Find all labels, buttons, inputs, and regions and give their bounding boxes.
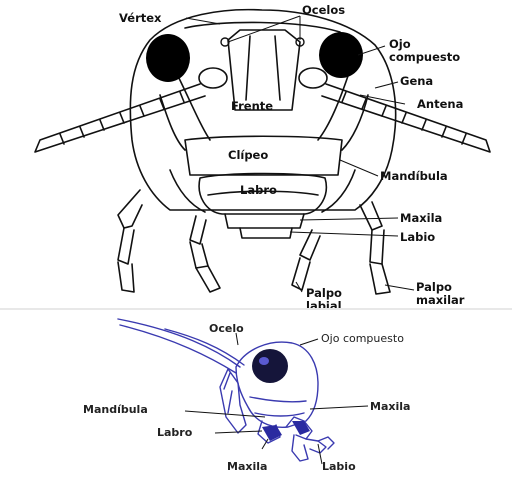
- label-mandibula: Mandíbula: [380, 170, 448, 183]
- label-frente: Frente: [231, 99, 273, 113]
- label-vertex: Vértex: [119, 12, 161, 25]
- label-ocelos: Ocelos: [302, 4, 345, 17]
- label-ocelo: Ocelo: [209, 322, 244, 335]
- label-maxila: Maxila: [400, 212, 442, 225]
- lateral-head-drawing: [0, 309, 512, 479]
- label-ojo-compuesto-lateral: Ojo compuesto: [321, 332, 404, 345]
- label-labio-lateral: Labio: [322, 460, 356, 473]
- left-compound-eye: [146, 34, 190, 82]
- right-compound-eye: [319, 32, 363, 78]
- label-labio: Labio: [400, 231, 435, 244]
- lateral-compound-eye: [252, 349, 288, 383]
- label-ojo-compuesto: Ojo compuesto: [389, 38, 460, 64]
- label-clipeo: Clípeo: [228, 148, 268, 162]
- label-labro-lateral: Labro: [157, 426, 192, 439]
- label-antena: Antena: [417, 98, 463, 111]
- frons-outline: [228, 30, 300, 110]
- label-palpo-maxilar: Palpo maxilar: [416, 281, 464, 307]
- label-maxila-bottom: Maxila: [227, 460, 267, 473]
- label-gena: Gena: [400, 75, 433, 88]
- label-maxila-lateral: Maxila: [370, 400, 410, 413]
- label-mandibula-lateral: Mandíbula: [83, 403, 148, 416]
- label-labro: Labro: [240, 183, 277, 197]
